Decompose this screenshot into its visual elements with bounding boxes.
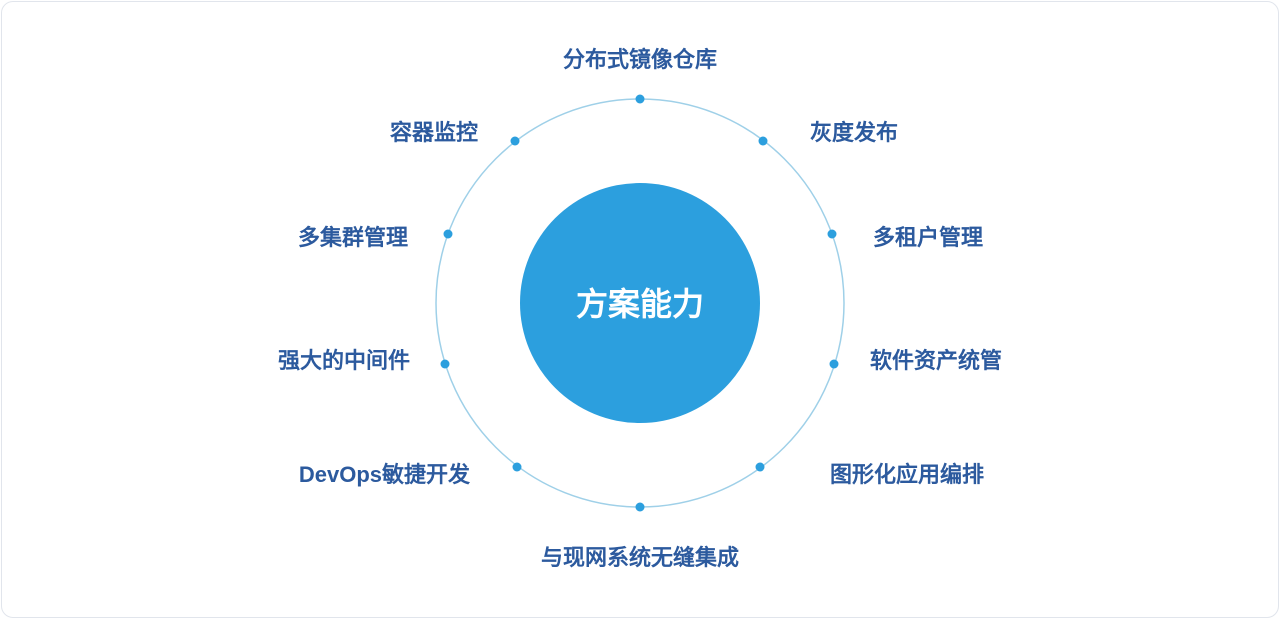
capability-label: 软件资产统管: [870, 348, 1002, 373]
capability-label: 多集群管理: [298, 225, 408, 250]
capability-label: 容器监控: [390, 120, 478, 145]
ring-dots: [440, 94, 839, 512]
center-circle: [520, 183, 760, 423]
capability-label: DevOps敏捷开发: [299, 462, 471, 487]
ring-dot: [635, 502, 645, 512]
capability-labels: 分布式镜像仓库 灰度发布 多租户管理 软件资产统管 图形化应用编排 与现网系统无…: [278, 47, 1002, 570]
capability-label: 图形化应用编排: [830, 462, 984, 487]
ring-dot: [755, 462, 765, 472]
capability-label: 多租户管理: [873, 225, 983, 250]
capability-label: 分布式镜像仓库: [563, 47, 717, 72]
capability-label: 与现网系统无缝集成: [541, 545, 739, 570]
center-label: 方案能力: [576, 286, 704, 322]
ring-dot: [829, 359, 839, 369]
capability-label: 强大的中间件: [278, 348, 410, 373]
ring-dot: [827, 229, 837, 239]
ring-dot: [758, 136, 768, 146]
ring-dot: [635, 94, 645, 104]
ring-dot: [440, 359, 450, 369]
ring-dot: [512, 462, 522, 472]
capability-label: 灰度发布: [810, 120, 898, 145]
ring-dot: [443, 229, 453, 239]
ring-dot: [510, 136, 520, 146]
